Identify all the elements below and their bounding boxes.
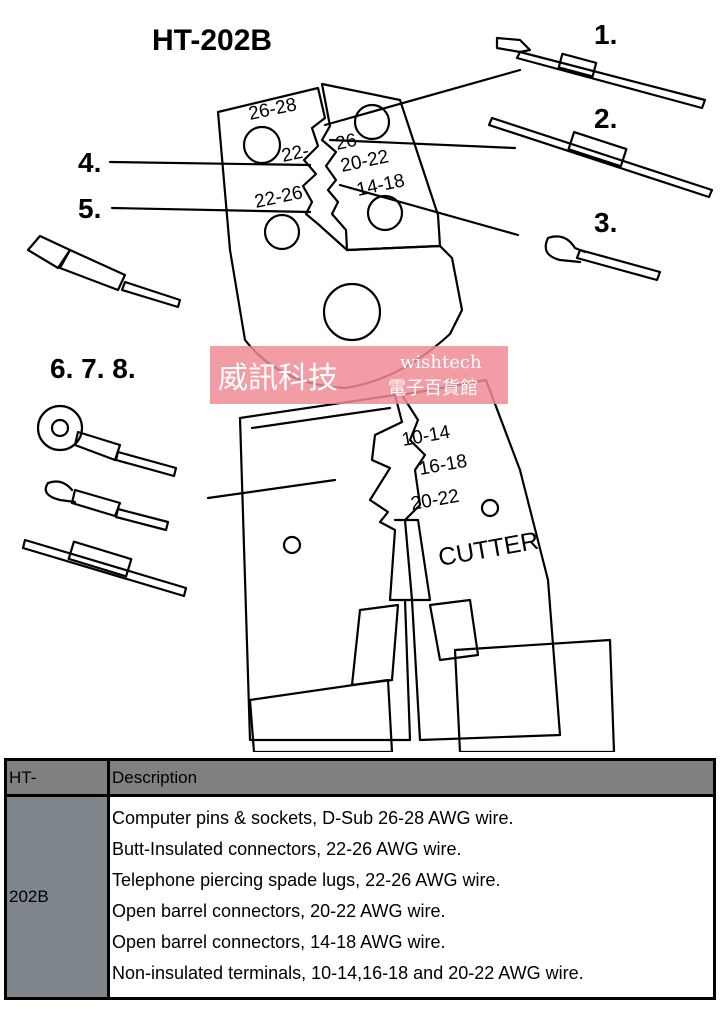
table-row: 202B Computer pins & sockets, D-Sub 26-2… [4, 794, 716, 1000]
rivet-hole [282, 535, 302, 555]
cutter-slot [393, 518, 432, 602]
die-label: 26 [334, 130, 359, 155]
svg-text:電子百貨館: 電子百貨館 [388, 378, 478, 399]
callout-2: 2. [594, 103, 617, 134]
die-hole [366, 194, 404, 232]
handle-left [248, 678, 394, 752]
tool-lower-jaw-right [400, 378, 562, 742]
description-line: Telephone piercing spade lugs, 22-26 AWG… [112, 870, 501, 890]
header-description: Description [107, 758, 716, 797]
die-hole [242, 125, 282, 165]
model-number: 202B [4, 794, 110, 1000]
pivot-circle [322, 282, 382, 342]
rivet-hole [480, 498, 500, 518]
spec-table: HT- Description 202B Computer pins & soc… [4, 758, 716, 1000]
description-line: Non-insulated terminals, 10-14,16-18 and… [112, 963, 584, 983]
watermark: 威訊科技 wishtech 電子百貨館 [210, 346, 508, 404]
description-line: Computer pins & sockets, D-Sub 26-28 AWG… [112, 808, 514, 828]
crimping-tool-diagram: 威訊科技 wishtech 電子百貨館 HT-202B 1. 2. 3. 4. … [21, 19, 714, 752]
die-hole [263, 213, 301, 251]
cutter-label: CUTTER [436, 527, 541, 572]
table-header-row: HT- Description [4, 758, 716, 797]
die-label: 10-14 [400, 422, 452, 451]
callout-4: 4. [78, 147, 101, 178]
handle-right [453, 638, 616, 752]
svg-text:威訊科技: 威訊科技 [218, 361, 338, 396]
description-line: Open barrel connectors, 20-22 AWG wire. [112, 901, 446, 921]
header-model: HT- [4, 758, 110, 797]
diagram-title: HT-202B [152, 24, 272, 57]
die-hole [353, 103, 391, 141]
description-cell: Computer pins & sockets, D-Sub 26-28 AWG… [107, 794, 716, 1000]
description-line: Butt-Insulated connectors, 22-26 AWG wir… [112, 839, 462, 859]
die-label: 26-28 [247, 94, 299, 125]
tool-lower-jaw [238, 393, 412, 742]
tool-upper-jaw-right [320, 82, 442, 252]
description-line: Open barrel connectors, 14-18 AWG wire. [112, 932, 446, 952]
svg-text:wishtech: wishtech [400, 352, 482, 373]
callout-5: 5. [78, 193, 101, 224]
callout-3: 3. [594, 207, 617, 238]
callout-6-7-8: 6. 7. 8. [50, 353, 136, 384]
die-label: 14-18 [355, 170, 407, 201]
callout-1: 1. [594, 19, 617, 50]
die-label: 22-26 [253, 182, 305, 213]
